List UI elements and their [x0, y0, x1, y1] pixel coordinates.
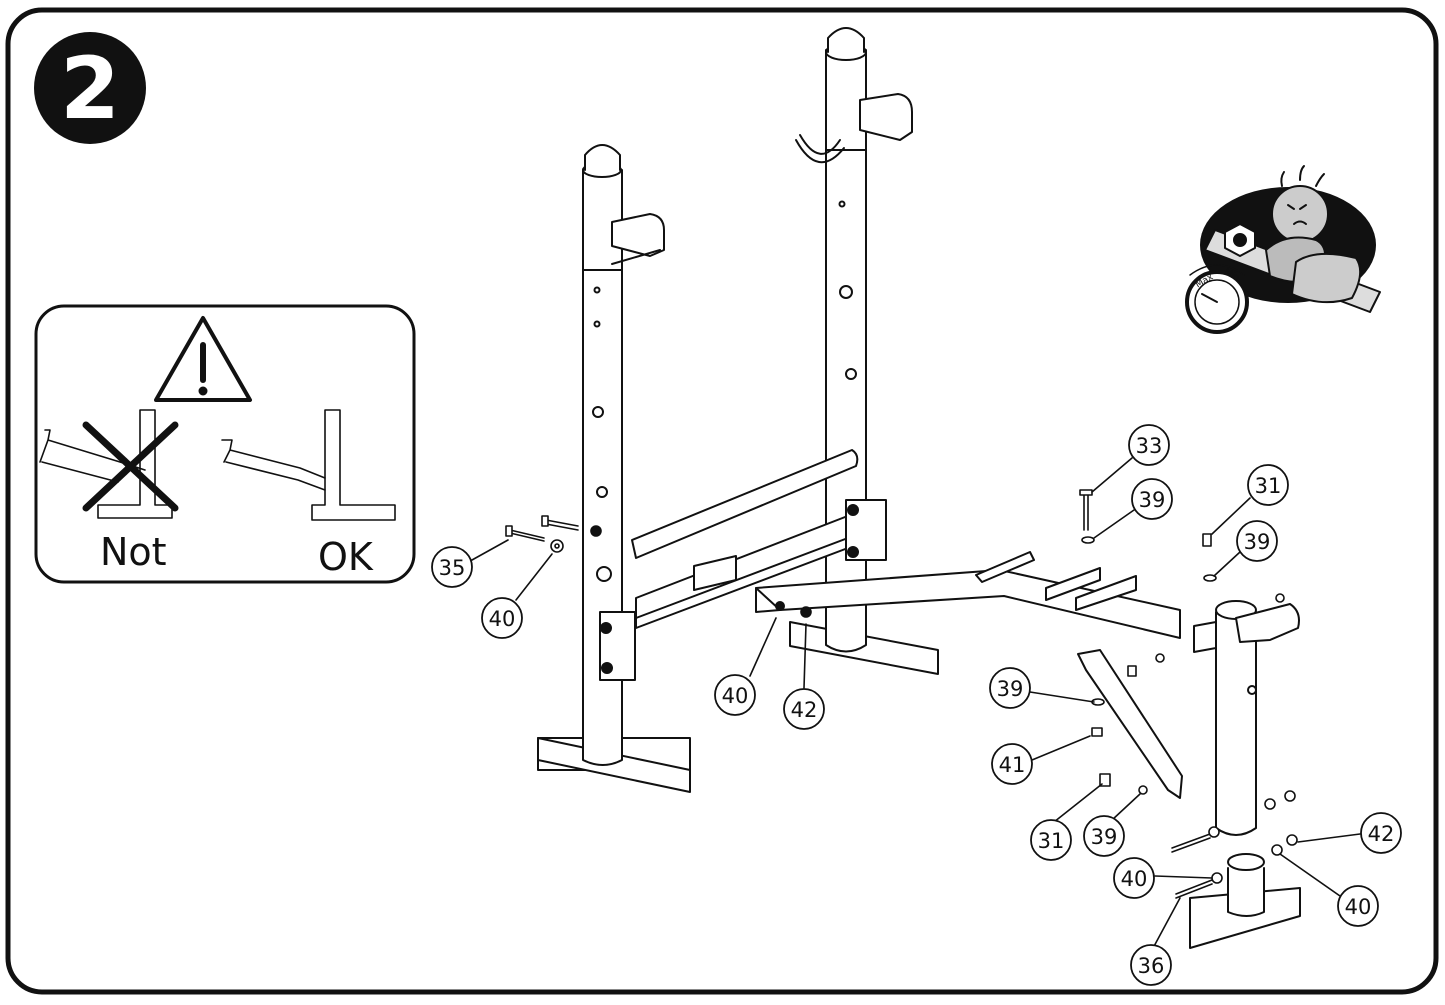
diagonal-brace — [1077, 649, 1183, 799]
callout-42: 42 — [1360, 812, 1402, 854]
callout-33: 33 — [1128, 424, 1170, 466]
step-number-badge: 2 — [34, 32, 146, 144]
callout-35: 35 — [431, 546, 473, 588]
callout-40: 40 — [714, 674, 756, 716]
callout-39-number: 39 — [1139, 488, 1166, 512]
callout-39: 39 — [1131, 478, 1173, 520]
warning-triangle-icon — [154, 316, 252, 402]
callout-31-number: 31 — [1038, 829, 1065, 853]
callout-39: 39 — [1236, 520, 1278, 562]
callout-35-number: 35 — [439, 556, 466, 580]
incorrect-bar-position-illustration — [39, 409, 179, 519]
callout-40-number: 40 — [1121, 867, 1148, 891]
callout-40-number: 40 — [1345, 895, 1372, 919]
callout-42-number: 42 — [1368, 822, 1395, 846]
callout-leaders — [471, 457, 1361, 951]
callout-42-number: 42 — [791, 698, 818, 722]
callout-40: 40 — [481, 597, 523, 639]
callout-40: 40 — [1337, 885, 1379, 927]
hardware-parts — [505, 489, 1298, 899]
step-number: 2 — [60, 39, 120, 139]
callout-39: 39 — [1083, 815, 1125, 857]
callout-40-number: 40 — [489, 607, 516, 631]
callout-40: 40 — [1113, 857, 1155, 899]
callout-31: 31 — [1030, 819, 1072, 861]
callout-31-number: 31 — [1255, 474, 1282, 498]
callout-36: 36 — [1130, 944, 1172, 986]
cross-bars — [631, 449, 887, 629]
ok-label: OK — [318, 535, 374, 579]
not-label: Not — [100, 530, 167, 574]
callout-39-number: 39 — [1244, 530, 1271, 554]
wrench-torque-icon: Max Min — [1185, 165, 1381, 334]
part-callouts: 35 40 40 42 33 39 31 39 39 41 31 39 42 4… — [431, 424, 1402, 986]
callout-33-number: 33 — [1136, 434, 1163, 458]
callout-31: 31 — [1247, 464, 1289, 506]
callout-41: 41 — [991, 743, 1033, 785]
front-leg-assembly — [1189, 600, 1301, 949]
callout-39: 39 — [989, 667, 1031, 709]
callout-42: 42 — [783, 688, 825, 730]
left-upright-post — [537, 144, 691, 793]
correct-bar-position-illustration — [221, 409, 396, 521]
callout-40-number: 40 — [722, 684, 749, 708]
callout-39-number: 39 — [997, 677, 1024, 701]
callout-41-number: 41 — [999, 753, 1026, 777]
callout-39-number: 39 — [1091, 825, 1118, 849]
warning-box: Not OK — [34, 304, 416, 584]
page-border — [5, 7, 1439, 995]
bench-main-beam — [755, 551, 1181, 639]
callout-36-number: 36 — [1138, 954, 1165, 978]
